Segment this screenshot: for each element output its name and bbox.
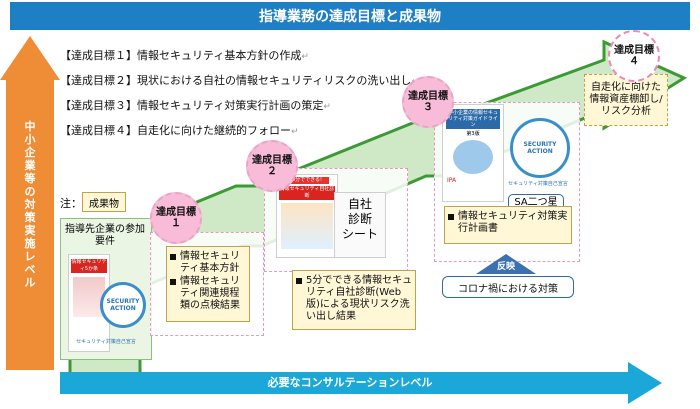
vertical-axis-label: 中小企業等の対策実施レベル [24,120,36,289]
goal-item-4: 【達成目標４】自走化に向けた継続的フォロー↵ [60,124,299,137]
return-mark: ↵ [291,127,299,137]
guideline-edition: 第3版 [466,131,480,137]
five-rules-title: 情報セキュリティ5か条 [71,259,107,273]
return-mark: ↵ [323,102,331,112]
page-title: 指導業務の達成目標と成果物 [10,2,690,30]
deliverable-item: 情報セキュリティ対策実行計画書 [447,211,569,235]
deliverable-item: 情報セキュリティ基本方針 [169,251,247,275]
sheet-label-line: 診断 [347,212,372,226]
sheet-label-line: シート [341,227,378,241]
deliverable-item: 5分でできる情報セキュリティ自社診断(Web版)による現状リスク洗い出し結果 [295,275,413,323]
deliverable-item: 情報セキュリティ関連規程類の点検結果 [169,276,247,312]
corona-measures-box: コロナ禍における対策 [442,276,574,298]
stage3-deliverables: 情報セキュリティ対策実行計画書 [444,206,572,244]
self-check-header: 5分でできる! [285,177,329,184]
goal-list: 【達成目標１】情報セキュリティ基本方針の作成↵ 【達成目標２】現状における自社の… [60,44,419,144]
stage2-deliverables: 5分でできる情報セキュリティ自社診断(Web版)による現状リスク洗い出し結果 [292,270,416,330]
document-illustration [73,277,105,317]
self-check-title: 情報セキュリティ自社診断 [279,186,335,200]
reflect-label: 反映 [496,262,515,272]
goal-item-2: 【達成目標２】現状における自社の情報セキュリティリスクの洗い出し↵ [60,69,419,94]
horizontal-axis-label: 必要なコンサルテーションレベル [267,376,433,389]
horizontal-axis-arrow [60,362,662,404]
stage1-deliverables: 情報セキュリティ基本方針 情報セキュリティ関連規程類の点検結果 [166,246,250,322]
return-mark: ↵ [301,52,309,62]
self-declaration-label: セキュリティ対策自己宣言 [508,181,568,187]
guideline-emblem [453,140,493,174]
five-rules-document: 情報セキュリティ5か条 [68,254,110,352]
security-action-badge: SECURITY ACTION [510,118,570,178]
partner-requirements-label: 指導先企業の参加要件 [65,224,145,247]
guideline-publisher: IPA [447,177,457,184]
self-declaration-label: セキュリティ対策自己宣言 [76,339,136,345]
vertical-axis-arrow [0,36,60,370]
stage4-deliverable: 自走化に向けた情報資産棚卸し/リスク分析 [584,74,668,126]
self-check-document: 5分でできる! 情報セキュリティ自社診断 [276,174,338,258]
goal-item-1: 【達成目標１】情報セキュリティ基本方針の作成↵ [60,49,309,62]
security-action-badge: SECURITY ACTION [100,282,146,328]
document-illustration [281,203,333,249]
note-legend-box: 成果物 [82,192,126,212]
guideline-title: 中小企業の情報セキュリティ対策ガイドライン [446,109,500,129]
self-check-sheet: 自社 診断 シート [334,192,386,258]
reflect-arrow [476,254,536,274]
note-label: 注： [60,197,82,210]
guideline-document: 中小企業の情報セキュリティ対策ガイドライン 第3版 IPA [442,104,504,202]
sheet-label-line: 自社 [347,197,372,211]
goal-item-3: 【達成目標３】情報セキュリティ対策実行計画の策定↵ [60,99,331,112]
